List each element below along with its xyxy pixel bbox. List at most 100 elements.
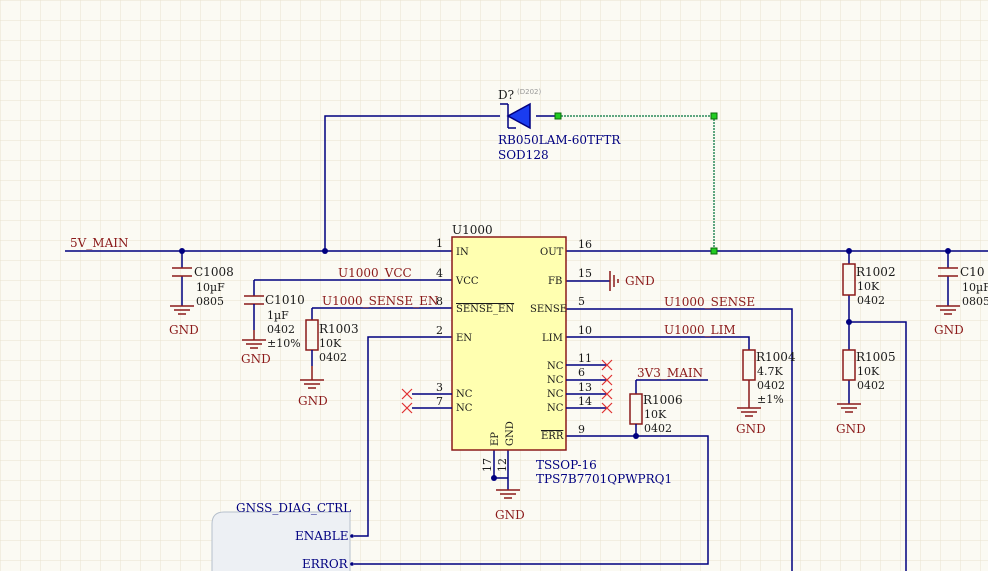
pin-name: NC [456, 389, 473, 400]
gnd-label: GND [934, 323, 964, 337]
sheet-body[interactable] [211, 511, 351, 571]
wires[interactable] [65, 115, 988, 571]
pin-name: SENSE [530, 304, 567, 315]
chip-bottom-pins: EP GND 17 12 [481, 421, 516, 472]
component-value: 10K [644, 408, 667, 421]
net-label-u1000-vcc[interactable]: U1000_VCC [338, 266, 412, 280]
wire-enable[interactable] [354, 336, 452, 537]
pin-number: 3 [436, 381, 443, 394]
component-ref: R1005 [856, 350, 896, 364]
junction-dot [846, 248, 852, 254]
chip-u1000[interactable]: U1000 1 IN 4 VCC 8 SENSE_EN 2 EN 3 NC 7 … [412, 223, 672, 486]
resistor-r1006[interactable]: R1006 10K 0402 [629, 393, 683, 436]
resistor-r1003[interactable]: R1003 10K 0402 [305, 319, 359, 366]
selection-handle[interactable] [710, 112, 718, 120]
port-dot [350, 562, 354, 566]
wire-u1000-sense[interactable] [566, 308, 793, 571]
component-value: 10K [319, 337, 342, 350]
selection-handles[interactable] [554, 112, 718, 255]
wire-u1000-lim[interactable] [566, 336, 750, 350]
pin-name: FB [548, 276, 562, 287]
diode-d202[interactable]: D? (D202) RB050LAM-60TFTR SOD128 [498, 88, 621, 162]
pin-name: SENSE_EN [456, 304, 514, 315]
sheet-port-enable[interactable]: ENABLE [295, 529, 348, 543]
capacitor-c1010[interactable]: C1010 1µF 0402 ±10% [244, 293, 305, 350]
pin-number: 1 [436, 237, 443, 250]
component-ref: R1004 [756, 350, 796, 364]
net-label-u1000-lim[interactable]: U1000_LIM [664, 323, 736, 337]
component-package: 0805 [962, 295, 988, 308]
capacitor-icon [172, 267, 192, 277]
gnd-label: GND [836, 422, 866, 436]
selection-handle[interactable] [554, 112, 562, 120]
pin-number: 13 [578, 381, 592, 394]
pin-name: OUT [540, 247, 564, 258]
capacitor-c10xx[interactable]: C10 10µF 0805 [938, 265, 988, 308]
resistor-r1005[interactable]: R1005 10K 0402 [842, 349, 896, 392]
net-label-3v3-main[interactable]: 3V3_MAIN [637, 366, 703, 380]
pin-number: 2 [436, 324, 443, 337]
resistor-icon [842, 349, 856, 381]
gnd-icon [837, 403, 861, 413]
no-connect-icon [601, 374, 613, 386]
gnd-label: GND [736, 422, 766, 436]
junction-dot [179, 248, 185, 254]
resistor-icon [842, 263, 856, 296]
wire-ep-gnd[interactable] [493, 450, 509, 490]
capacitor-icon [938, 267, 958, 277]
no-connect-icon [601, 402, 613, 414]
pin-number: 6 [578, 366, 585, 379]
pin-name: EP [490, 432, 501, 446]
pin-name: IN [456, 247, 469, 258]
net-label-5v-main[interactable]: 5V_MAIN [70, 236, 129, 250]
resistor-r1002[interactable]: R1002 10K 0402 [842, 263, 896, 307]
capacitor-c1008[interactable]: C1008 10µF 0805 [172, 265, 234, 308]
wire-3v3-main[interactable] [635, 379, 708, 394]
component-package: 0402 [319, 351, 347, 364]
sheet-title: GNSS_DIAG_CTRL [236, 501, 351, 515]
no-connect-icon [601, 359, 613, 371]
resistor-icon [742, 349, 756, 381]
component-ref: R1002 [856, 265, 896, 279]
net-label-u1000-sense-en[interactable]: U1000_SENSE_EN [322, 294, 438, 308]
nc-pin-stubs [412, 393, 452, 409]
pin-number: 16 [578, 238, 592, 251]
component-tolerance: ±1% [757, 393, 784, 406]
sheet-port-error[interactable]: ERROR [302, 557, 349, 571]
wire-u1000-vcc[interactable] [253, 279, 452, 296]
pin-number: 17 [481, 458, 494, 472]
component-value: 10µF [196, 281, 225, 294]
no-connect-icon [401, 402, 413, 414]
ground-symbols [170, 271, 960, 499]
net-label-u1000-sense[interactable]: U1000_SENSE [664, 295, 755, 309]
junction-dot [846, 319, 852, 325]
resistor-r1004[interactable]: R1004 4.7K 0402 ±1% [742, 349, 796, 406]
pin-number: 5 [578, 295, 585, 308]
pin-name: NC [547, 389, 564, 400]
chip-left-pins: 1 IN 4 VCC 8 SENSE_EN 2 EN 3 NC 7 NC [412, 237, 514, 414]
selection-handle[interactable] [710, 247, 718, 255]
diode-bar-icon [500, 103, 516, 129]
component-tolerance: ±10% [267, 337, 301, 350]
wire-u1000-sense-en[interactable] [311, 307, 452, 320]
diode-part: RB050LAM-60TFTR [498, 133, 621, 147]
chip-package: TSSOP-16 [536, 458, 597, 472]
pin-name: LIM [542, 333, 563, 344]
sheet-symbol-gnss-diag-ctrl[interactable]: GNSS_DIAG_CTRL ENABLE ERROR [211, 501, 354, 571]
component-ref: R1006 [643, 393, 683, 407]
wire-diode-anode[interactable] [324, 115, 500, 251]
gnd-label: GND [625, 274, 655, 288]
pin-name: NC [547, 375, 564, 386]
chip-body[interactable] [451, 236, 567, 451]
component-package: 0402 [267, 323, 295, 336]
pin-name: NC [456, 403, 473, 414]
no-connect-markers [401, 359, 613, 414]
component-ref: C1008 [194, 265, 234, 279]
pin-name: GND [505, 421, 516, 446]
pin-number: 7 [436, 395, 443, 408]
component-ref: C1010 [265, 293, 305, 307]
pin-number: 4 [436, 267, 443, 280]
component-package: 0402 [644, 422, 672, 435]
diode-alt-ref: (D202) [517, 88, 541, 96]
